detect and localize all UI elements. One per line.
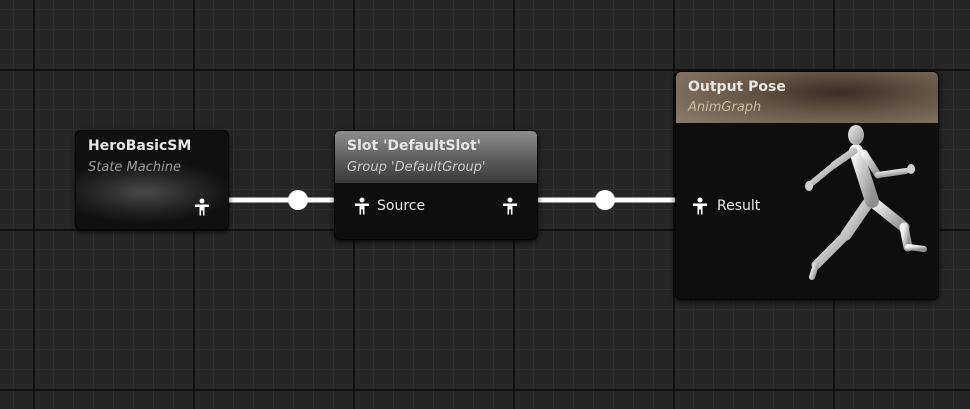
result-pin-label: Result [717,198,761,214]
node-subtitle: State Machine [88,160,181,175]
pose-output-pin-icon[interactable] [502,197,518,215]
running-mannequin-icon [805,125,927,280]
node-header: Output Pose AnimGraph [676,72,938,123]
source-pin-label: Source [377,198,426,214]
pose-output-pin-icon[interactable] [194,198,210,216]
pose-input-pin-icon[interactable] [692,197,708,215]
node-output-pose[interactable]: Output Pose AnimGraph Result [675,71,939,300]
node-header: Slot 'DefaultSlot' Group 'DefaultGroup' [335,131,537,183]
wire-reroute-knot[interactable] [595,190,615,210]
node-subtitle: Group 'DefaultGroup' [347,160,486,175]
node-title: HeroBasicSM [88,138,192,154]
node-subtitle: AnimGraph [688,100,762,115]
node-hero-basic-sm[interactable]: HeroBasicSM State Machine [75,130,229,230]
node-header: HeroBasicSM State Machine [76,131,228,176]
node-title: Slot 'DefaultSlot' [347,138,481,154]
pose-input-pin-icon[interactable] [354,197,370,215]
wire-reroute-knot[interactable] [288,190,308,210]
node-slot-default[interactable]: Slot 'DefaultSlot' Group 'DefaultGroup' … [334,130,538,240]
node-title: Output Pose [688,79,786,95]
wire-hero-to-slot[interactable] [222,197,340,203]
